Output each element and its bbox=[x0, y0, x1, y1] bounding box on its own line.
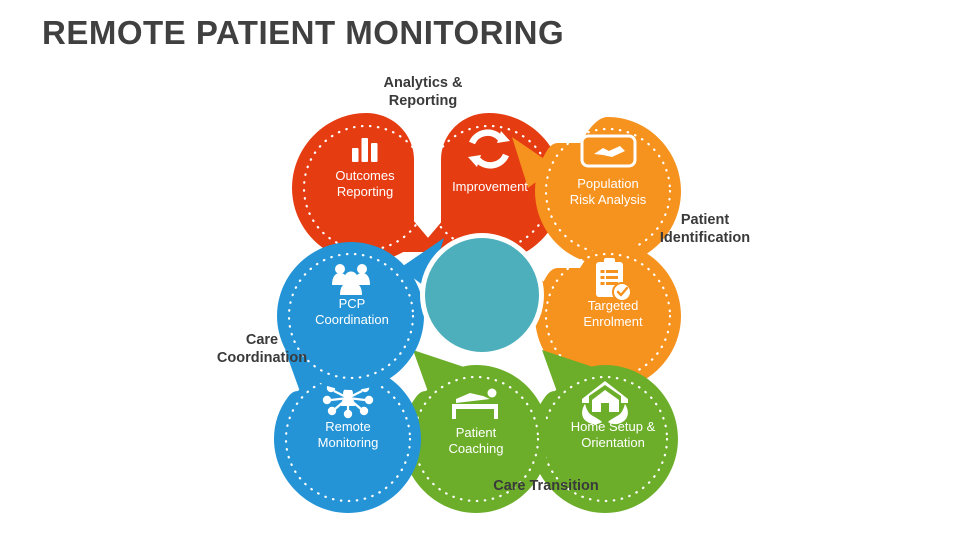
group-label-care-transition: Care Transition bbox=[493, 478, 599, 494]
group-label-patient-identification: Patient Identification bbox=[659, 212, 751, 247]
map-region-icon bbox=[580, 134, 637, 168]
refresh-cycle-arrowheads bbox=[468, 131, 510, 167]
page-title: REMOTE PATIENT MONITORING bbox=[42, 14, 565, 51]
petal-home-setup-orientation[interactable] bbox=[531, 350, 678, 513]
bar-chart-icon bbox=[352, 138, 378, 162]
group-label-care-coordination: Care Coordination bbox=[216, 332, 308, 367]
clipboard-check-icon bbox=[596, 258, 632, 302]
petal-outcomes-reporting[interactable] bbox=[292, 113, 440, 262]
patient-bed-icon bbox=[452, 388, 498, 419]
house-hands-icon bbox=[582, 381, 628, 425]
network-hub-person-icon bbox=[322, 381, 374, 419]
petal-targeted-enrolment[interactable] bbox=[512, 242, 681, 390]
refresh-cycle-icon bbox=[469, 129, 509, 169]
people-group-icon bbox=[332, 264, 370, 295]
group-label-analytics-reporting: Analytics & Reporting bbox=[383, 75, 463, 110]
center-hub[interactable] bbox=[420, 233, 544, 357]
petal-patient-coaching[interactable] bbox=[402, 350, 549, 513]
petal-pcp-coordination[interactable] bbox=[277, 238, 444, 390]
